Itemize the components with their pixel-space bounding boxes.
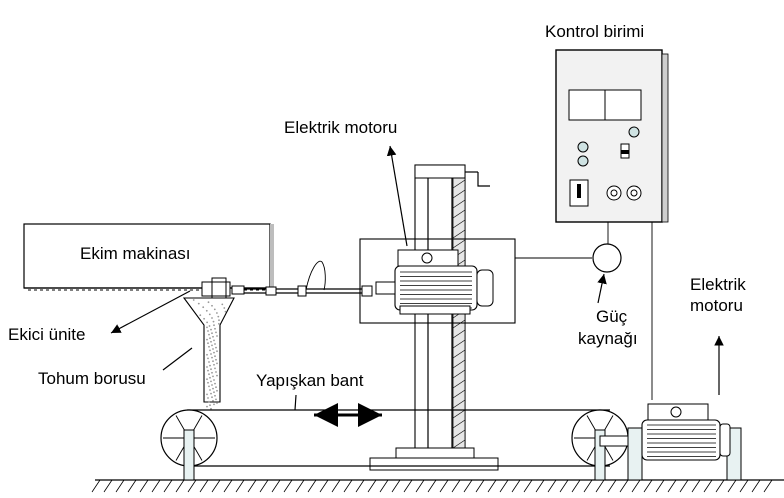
label-electric-motor-center: Elektrik motoru [284, 118, 397, 137]
label-planting-machine: Ekim makinası [80, 244, 191, 263]
electric-motor-right [627, 336, 742, 481]
label-seed-tube: Tohum borusu [38, 369, 146, 388]
drive-shaft [244, 260, 373, 297]
seed-tube [162, 297, 235, 410]
left-pulley [160, 409, 218, 481]
label-seeding-unit: Ekici ünite [8, 325, 85, 344]
motor-frame [359, 238, 516, 324]
wires [515, 222, 653, 400]
electric-motor-center [375, 145, 494, 315]
seeding-unit [110, 277, 245, 334]
label-power-supply-2: kaynağı [578, 329, 638, 348]
label-electric-motor-right-2: motoru [690, 296, 743, 315]
right-pulley [571, 409, 631, 481]
ground-hatching [91, 479, 784, 493]
power-supply [592, 243, 622, 304]
control-unit [555, 49, 669, 223]
label-electric-motor-right-1: Elektrik [690, 275, 746, 294]
label-power-supply-1: Güç [596, 307, 628, 326]
adhesive-belt [187, 394, 610, 467]
vertical-stand [369, 164, 499, 471]
label-adhesive-belt: Yapışkan bant [256, 371, 364, 390]
label-control-unit: Kontrol birimi [545, 22, 644, 41]
